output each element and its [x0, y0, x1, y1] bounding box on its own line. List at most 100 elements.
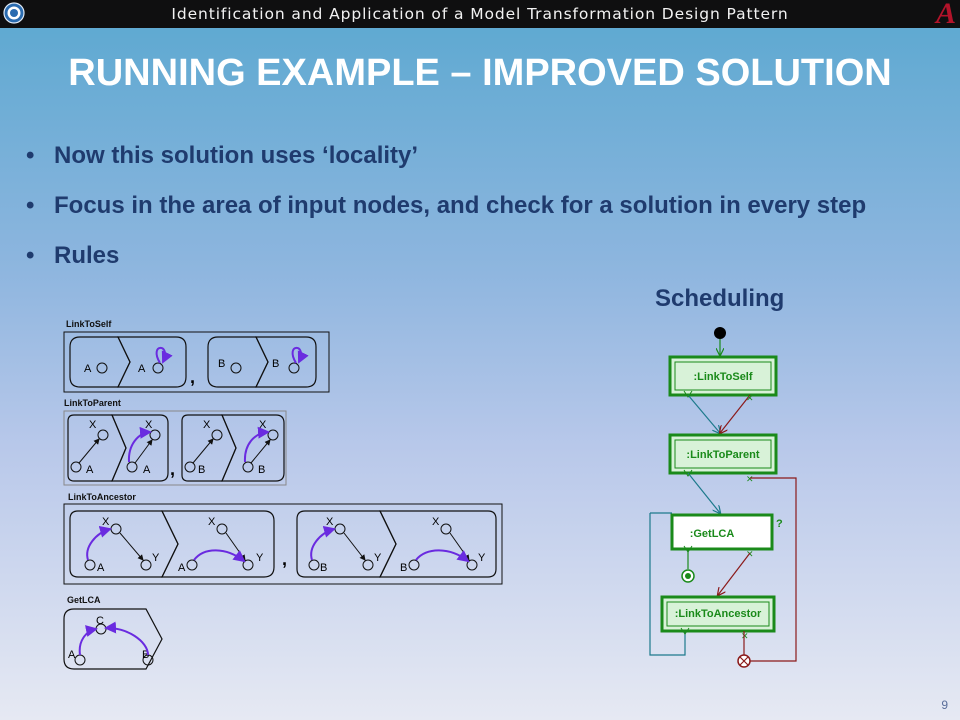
scheduling-diagram: :LinkToSelf ✕ :LinkToParent ✕ :GetLCA ? …	[649, 327, 797, 668]
node-circle	[96, 362, 108, 374]
rule-rhs-shape	[379, 510, 497, 578]
node-label: X	[208, 516, 216, 528]
parent-edge	[119, 532, 144, 561]
schedule-block-link-to-ancestor	[660, 595, 776, 633]
rule-separator: ,	[190, 367, 195, 387]
node-circle	[242, 461, 254, 473]
node-circle	[140, 559, 152, 571]
node-label: C	[96, 615, 104, 627]
bullet-item: Now this solution uses ‘locality’	[26, 138, 936, 174]
rule-label-link-to-parent: LinkToParent	[64, 398, 121, 408]
rule-rhs-shape	[221, 414, 285, 482]
fail-mark-icon: ✕	[741, 631, 749, 641]
block-label: :GetLCA	[690, 528, 735, 540]
node-label: X	[89, 419, 97, 431]
node-circle	[74, 654, 86, 666]
node-label: B	[258, 464, 265, 476]
success-mark-icon	[683, 469, 693, 477]
start-node	[714, 327, 726, 339]
self-link-arrow	[291, 347, 309, 364]
node-label: B	[400, 562, 407, 574]
rule-lhs-shape	[207, 336, 269, 388]
scheduling-label: Scheduling	[655, 285, 785, 312]
rules-diagram: LinkToSelf A A , B B LinkToParent X A X …	[63, 319, 503, 670]
block-label: :LinkToParent	[686, 449, 759, 461]
loop-edge	[649, 513, 686, 656]
header-title: Identification and Application of a Mode…	[171, 5, 789, 23]
success-mark-icon	[683, 390, 693, 398]
rule-lhs-shape	[69, 336, 131, 388]
parent-edge	[134, 439, 153, 464]
node-circle	[126, 461, 138, 473]
node-label: A	[178, 562, 186, 574]
parent-edge	[343, 532, 366, 561]
block-inner-border	[674, 439, 772, 469]
node-circle	[152, 362, 164, 374]
node-circle	[308, 559, 320, 571]
node-label: B	[142, 649, 149, 661]
node-label: B	[320, 562, 327, 574]
schedule-block-link-to-self	[668, 355, 778, 397]
ancestor-link-arrow	[415, 549, 470, 563]
block-label: :LinkToAncestor	[675, 608, 762, 620]
node-circle	[149, 429, 161, 441]
schedule-block-link-to-parent	[668, 433, 778, 475]
ancestor-link-arrow	[193, 549, 246, 563]
new-link-arrow	[127, 426, 152, 463]
node-label: Y	[478, 552, 486, 564]
rule-rhs-shape	[161, 510, 275, 578]
success-mark-icon	[680, 627, 690, 635]
node-circle	[211, 429, 223, 441]
node-label: A	[97, 562, 105, 574]
node-circle	[267, 429, 279, 441]
decision-mark: ?	[776, 518, 783, 530]
fail-edge	[720, 394, 751, 433]
bullet-item: Focus in the area of input nodes, and ch…	[26, 188, 936, 224]
rule-separator: ,	[170, 459, 175, 479]
rule-lhs-shape	[181, 414, 237, 482]
node-circle	[184, 461, 196, 473]
node-label: B	[272, 358, 279, 370]
rule-lhs-shape	[67, 414, 127, 482]
node-label: B	[198, 464, 205, 476]
success-edge	[687, 472, 720, 513]
bullet-list: Now this solution uses ‘locality’ Focus …	[26, 138, 936, 288]
fail-mark-icon: ✕	[746, 393, 754, 403]
ancestor-link-arrow	[310, 525, 336, 561]
node-label: A	[68, 649, 76, 661]
new-link-arrow	[243, 426, 270, 463]
node-label: X	[145, 419, 153, 431]
rule-lhs-shape	[296, 510, 397, 578]
node-circle	[84, 559, 96, 571]
node-circle	[216, 523, 228, 535]
rule-label-get-lca: GetLCA	[67, 595, 101, 605]
fail-end-cross-icon	[739, 656, 749, 666]
node-circle	[186, 559, 198, 571]
node-circle	[466, 559, 478, 571]
node-label: A	[138, 363, 146, 375]
rule-rhs-shape	[117, 336, 187, 388]
ancestor-link-arrow	[78, 625, 98, 656]
rule-frame-link-to-parent	[63, 410, 287, 486]
page-number: 9	[941, 698, 948, 712]
ancestor-link-arrow	[86, 525, 112, 561]
parent-edge	[78, 438, 100, 464]
node-label: X	[203, 419, 211, 431]
node-circle	[288, 362, 300, 374]
rule-rhs-shape	[255, 336, 317, 388]
rule-frame-link-to-self	[63, 331, 330, 393]
ancestor-link-arrow	[104, 621, 149, 656]
schedule-block-get-lca	[670, 513, 774, 551]
rule-label-link-to-self: LinkToSelf	[66, 319, 112, 329]
node-label: Y	[256, 552, 264, 564]
node-circle	[334, 523, 346, 535]
node-label: X	[432, 516, 440, 528]
parent-edge	[192, 438, 214, 464]
node-label: A	[86, 464, 94, 476]
block-label: :LinkToSelf	[693, 371, 752, 383]
header-bar: Identification and Application of a Mode…	[0, 0, 960, 30]
node-label: Y	[152, 552, 160, 564]
node-circle	[242, 559, 254, 571]
rule-separator: ,	[282, 549, 287, 569]
node-label: Y	[374, 552, 382, 564]
